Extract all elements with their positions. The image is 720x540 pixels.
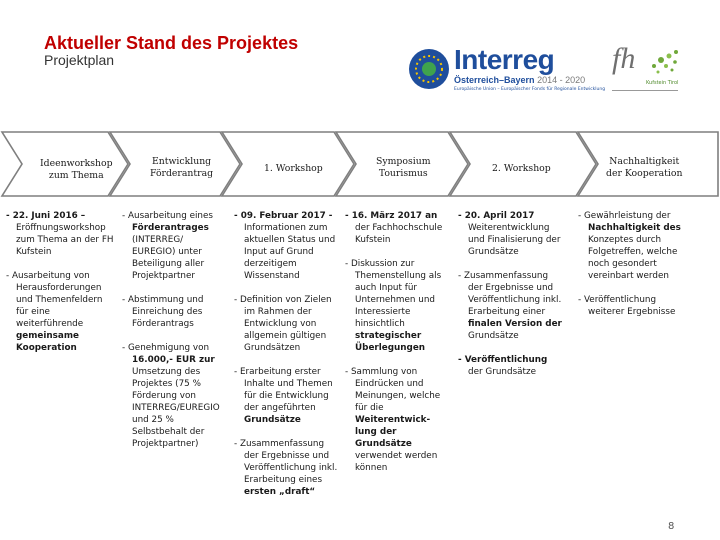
phase-column-1: - 22. Juni 2016 – Eröffnungsworkshop zum… xyxy=(6,210,114,366)
list-item: - Veröffentlichung der Grundsätze xyxy=(458,355,548,377)
page-number: 8 xyxy=(668,521,675,532)
list-item: - 16. März 2017 an der Fachhochschule Ku… xyxy=(345,211,443,245)
phase-column-3: - 09. Februar 2017 - Informationen zum a… xyxy=(234,210,337,510)
interreg-region: Österreich–Bayern 2014 - 2020 xyxy=(454,75,585,85)
page-title: Aktueller Stand des Projektes xyxy=(44,33,299,53)
list-item: - Definition von Zielen im Rahmen der En… xyxy=(234,295,332,353)
phase-header-bar: Ideenworkshop zum Thema Entwicklung Förd… xyxy=(0,126,720,202)
phase-label-6: Nachhaltigkeit der Kooperation xyxy=(606,156,683,179)
fh-kufstein-logo: fh Kufstein Tirol xyxy=(612,42,684,98)
phase-arrow-4 xyxy=(334,131,469,197)
list-item: - Genehmigung von 16.000,- EUR zur Umset… xyxy=(122,343,220,449)
phase-arrow-2 xyxy=(108,131,241,197)
fh-wordmark: fh xyxy=(612,42,636,75)
phase-arrow-1 xyxy=(0,131,129,197)
list-item: - 20. April 2017 Weiterentwicklung und F… xyxy=(458,211,561,257)
phase-label-2: Entwicklung Förderantrag xyxy=(150,156,214,179)
phase-column-2: - Ausarbeitung eines Förderantrages (INT… xyxy=(122,210,220,462)
dots-icon xyxy=(652,50,678,74)
phase-column-4: - 16. März 2017 an der Fachhochschule Ku… xyxy=(345,210,442,486)
phase-label-5: 2. Workshop xyxy=(492,163,551,174)
phase-label-4: Symposium Tourismus xyxy=(376,156,431,179)
eu-flag-icon xyxy=(409,49,449,89)
phase-arrow-5 xyxy=(448,131,597,197)
interreg-wordmark: Interreg xyxy=(454,44,555,75)
list-item: - Veröffentlichung weiterer Ergebnisse xyxy=(578,295,676,317)
phase-arrow-3 xyxy=(220,131,355,197)
list-item: - 09. Februar 2017 - Informationen zum a… xyxy=(234,211,336,281)
list-item: - Ausarbeitung eines Förderantrages (INT… xyxy=(122,211,214,281)
list-item: - Diskussion zur Themenstellung als auch… xyxy=(345,259,442,353)
list-item: - Zusammenfassung der Ergebnisse und Ver… xyxy=(458,271,562,341)
interreg-region-name: Österreich–Bayern xyxy=(454,75,535,85)
list-item: - Sammlung von Eindrücken und Meinungen,… xyxy=(345,367,441,473)
list-item: - Abstimmung und Einreichung des Fördera… xyxy=(122,295,204,329)
phase-column-6: - Gewährleistung der Nachhaltigkeit des … xyxy=(578,210,681,330)
phase-arrows xyxy=(0,131,719,197)
interreg-years: 2014 - 2020 xyxy=(537,75,586,85)
list-item: - Gewährleistung der Nachhaltigkeit des … xyxy=(578,211,681,281)
list-item: - Erarbeitung erster Inhalte und Themen … xyxy=(234,367,333,425)
interreg-logo: Interreg Österreich–Bayern 2014 - 2020 E… xyxy=(408,44,606,96)
list-item: - Ausarbeitung von Herausforderungen und… xyxy=(6,271,103,353)
phase-arrow-6 xyxy=(576,131,719,197)
phase-label-3: 1. Workshop xyxy=(264,163,323,174)
list-item: - 22. Juni 2016 – Eröffnungsworkshop zum… xyxy=(6,211,114,257)
page-subtitle: Projektplan xyxy=(44,52,115,68)
interreg-fund-text: Europäische Union – Europäischer Fonds f… xyxy=(454,87,606,92)
fh-subtext: Kufstein Tirol xyxy=(646,80,679,86)
fh-divider xyxy=(612,90,678,91)
phase-column-5: - 20. April 2017 Weiterentwicklung und F… xyxy=(458,210,562,390)
phase-label-1: Ideenworkshop zum Thema xyxy=(40,158,113,181)
list-item: - Zusammenfassung der Ergebnisse und Ver… xyxy=(234,439,338,497)
